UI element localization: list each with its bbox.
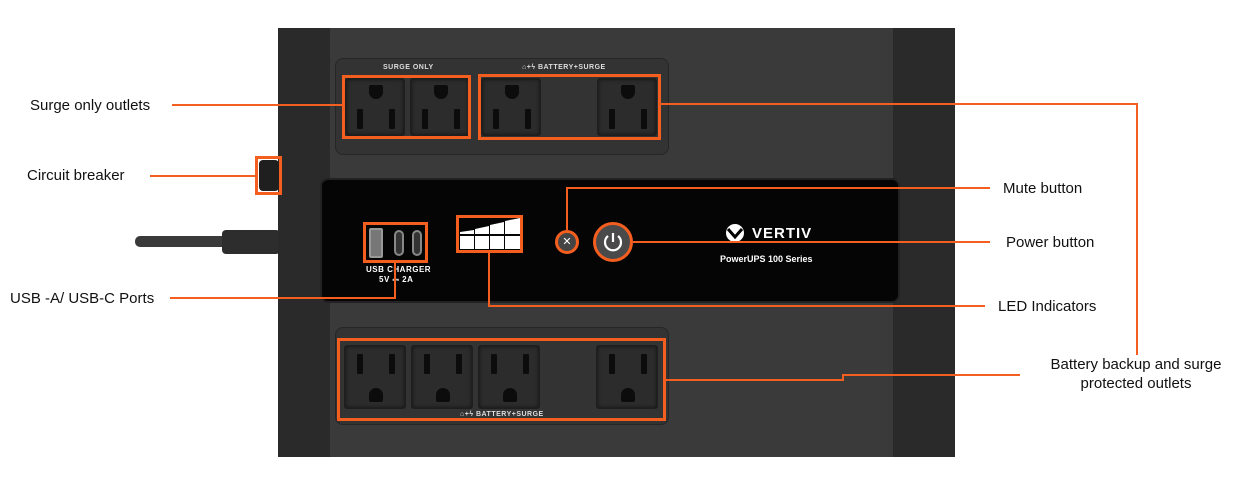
surge-only-label: SURGE ONLY — [383, 64, 434, 71]
ac-outlet[interactable] — [345, 78, 405, 136]
prong-slot — [523, 354, 529, 374]
battery-outlets-top-highlight — [478, 74, 661, 140]
prong-slot — [454, 109, 460, 129]
prong-slot — [456, 354, 462, 374]
ground-slot — [621, 85, 635, 99]
power-button[interactable] — [593, 222, 633, 262]
callout-surge-only: Surge only outlets — [30, 97, 151, 114]
prong-slot — [493, 109, 499, 129]
ground-slot — [369, 85, 383, 99]
callout-mute-button: Mute button — [1003, 180, 1083, 197]
battery-top-line — [661, 103, 1138, 355]
ac-outlet[interactable] — [478, 345, 540, 409]
prong-slot — [491, 354, 497, 374]
mute-line — [566, 187, 990, 230]
prong-slot — [424, 354, 430, 374]
usb-ports-highlight — [363, 222, 428, 263]
battery-bottom-line — [666, 374, 1020, 381]
ac-outlet[interactable] — [411, 345, 473, 409]
callout-circuit-breaker: Circuit breaker — [27, 167, 125, 184]
prong-slot — [389, 109, 395, 129]
prong-slot — [609, 109, 615, 129]
callout-usb-ports: USB -A/ USB-C Ports — [10, 290, 155, 307]
vertiv-logo: VERTIV — [724, 224, 812, 242]
usb-c-port-1[interactable] — [394, 230, 404, 256]
prong-slot — [641, 109, 647, 129]
battery-surge-label-top: ⌂+ϟ BATTERY+SURGE — [522, 64, 606, 71]
ground-slot — [503, 388, 517, 402]
power-icon — [603, 233, 623, 252]
power-cord — [135, 236, 235, 247]
cord-strain-relief — [222, 230, 280, 254]
usb-c-port-2[interactable] — [412, 230, 422, 256]
prong-slot — [641, 354, 647, 374]
callout-led-indicators: LED Indicators — [998, 298, 1097, 315]
ac-outlet[interactable] — [597, 78, 657, 136]
ground-slot — [505, 85, 519, 99]
usb-charger-label: USB CHARGER — [366, 265, 432, 274]
led-indicators-highlight — [456, 215, 523, 253]
battery-surge-label-bottom: ⌂+ϟ BATTERY+SURGE — [457, 411, 547, 418]
prong-slot — [389, 354, 395, 374]
usb-line — [170, 263, 396, 299]
callout-battery-outlets: Battery backup and surge protected outle… — [1050, 356, 1222, 392]
led-line — [488, 253, 985, 307]
ground-slot — [369, 388, 383, 402]
mute-icon: ✕ — [562, 236, 572, 248]
brand-name: VERTIV — [752, 224, 813, 242]
led-bars-icon — [460, 218, 520, 249]
surge-only-outlets-highlight — [342, 75, 471, 139]
led-indicators — [460, 218, 520, 250]
ac-outlet[interactable] — [481, 78, 541, 136]
prong-slot — [525, 109, 531, 129]
ac-outlet[interactable] — [344, 345, 406, 409]
prong-slot — [609, 354, 615, 374]
mute-button[interactable]: ✕ — [555, 230, 579, 254]
vertiv-logo-icon — [726, 224, 744, 242]
prong-slot — [357, 109, 363, 129]
ac-outlet[interactable] — [596, 345, 658, 409]
circuit-breaker-highlight — [255, 156, 282, 195]
usb-a-port[interactable] — [369, 228, 383, 258]
battery-outlets-bottom-highlight — [337, 338, 666, 421]
ground-slot — [434, 85, 448, 99]
circuit-breaker[interactable] — [259, 160, 279, 191]
prong-slot — [357, 354, 363, 374]
model-name: PowerUPS 100 Series — [720, 254, 813, 264]
callout-power-button: Power button — [1006, 234, 1095, 251]
ground-slot — [621, 388, 635, 402]
prong-slot — [422, 109, 428, 129]
ground-slot — [436, 388, 450, 402]
